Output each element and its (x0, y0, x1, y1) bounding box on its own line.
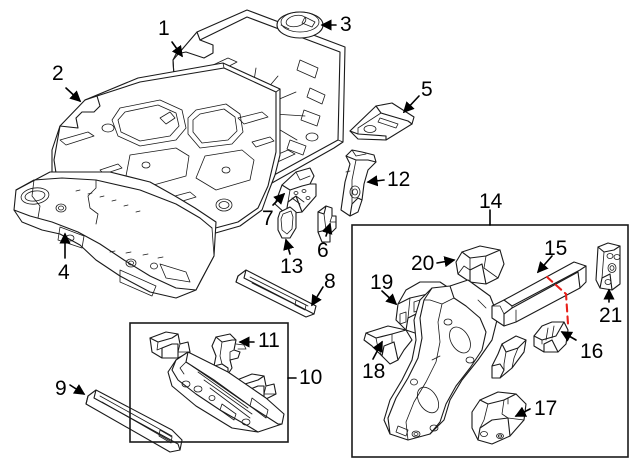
part-11-seat-mount-bracket (211, 333, 247, 375)
callout-label-12: 12 (387, 168, 411, 191)
callout-label-5: 5 (421, 78, 433, 101)
callout-label-11: 11 (258, 329, 280, 352)
red-dashed-reference-line (545, 275, 570, 326)
callout-label-20: 20 (411, 252, 435, 275)
callout-label-10: 10 (299, 366, 323, 389)
part-13-small-plate-clip (277, 206, 297, 239)
part-10-clip-bracket-upper (149, 331, 191, 359)
part-8-floor-side-sill-rail (235, 269, 317, 318)
part-21-bumper-mounting-plate (595, 242, 621, 291)
callout-label-8: 8 (324, 270, 336, 293)
callout-leaders (59, 19, 615, 417)
part-6-reinforcement-bracket-small (317, 205, 337, 243)
callout-label-2: 2 (52, 62, 64, 85)
callout-label-4: 4 (58, 261, 70, 284)
callout-label-17: 17 (534, 397, 558, 420)
callout-label-7: 7 (262, 207, 274, 230)
part-17-rail-end-cup (471, 391, 527, 445)
callout-label-1: 1 (158, 17, 170, 40)
part-3-spare-tire-hold-down-plate (276, 11, 324, 39)
callout-label-3: 3 (340, 13, 352, 36)
part-7-wheelhouse-gusset (274, 167, 317, 215)
part-10-front-floor-panel (167, 351, 285, 433)
part-5-rear-corner-extension (349, 102, 415, 141)
callout-label-9: 9 (55, 377, 67, 400)
callout-label-18: 18 (362, 360, 386, 383)
part-12-rear-pillar-brace (340, 149, 377, 217)
part-9-rocker-reinforcement (85, 389, 183, 453)
part-18-lower-apron-brace (363, 325, 413, 365)
callout-label-6: 6 (317, 239, 329, 262)
callout-label-15: 15 (544, 237, 568, 260)
part-20-upper-rail-gusset (455, 245, 505, 285)
callout-label-16: 16 (580, 340, 604, 363)
callout-label-21: 21 (599, 304, 623, 327)
part-15-front-side-rail (491, 261, 587, 327)
part-14-front-frame-rail (383, 279, 499, 441)
callout-label-14: 14 (479, 190, 503, 213)
callout-label-19: 19 (370, 271, 394, 294)
part-16-rail-closure-cap (533, 321, 569, 353)
callout-label-13: 13 (280, 255, 304, 278)
part-14-rail-stiffener (491, 335, 527, 379)
group-box-10 (129, 322, 289, 443)
